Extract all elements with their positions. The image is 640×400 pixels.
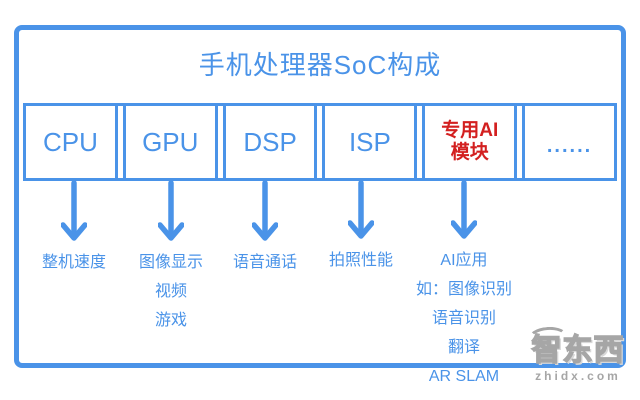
module-others-label: ...... — [546, 134, 593, 157]
mapping-cpu: 整机速度 — [0, 180, 154, 277]
mapping-ai: AI应用 如：图像识别 语音识别 翻译 AR SLAM — [384, 180, 544, 391]
caption-line: 翻译 — [447, 339, 480, 356]
module-ai-label-line2: 模块 — [450, 142, 489, 163]
module-isp: ISP — [322, 103, 418, 181]
soc-container-box: 手机处理器SoC构成 CPU GPU DSP ISP 专用AI 模块 .....… — [14, 25, 626, 385]
mapping-isp-caption: 拍照性能 — [329, 246, 393, 275]
mapping-cpu-caption: 整机速度 — [42, 248, 106, 277]
module-cpu: CPU — [23, 103, 118, 181]
watermark-domain: zhidx.com — [535, 369, 621, 383]
watermark-brand: 智东西 — [531, 333, 625, 368]
module-others: ...... — [522, 103, 617, 181]
module-cpu-label: CPU — [42, 126, 98, 157]
caption-line: 图像显示 — [138, 254, 203, 271]
caption-line: 语音通话 — [232, 254, 297, 271]
down-arrow-icon — [252, 180, 278, 241]
down-arrow-icon — [348, 180, 374, 239]
caption-line: 如：图像识别 — [415, 281, 512, 298]
caption-line: 拍照性能 — [328, 252, 393, 269]
module-dsp: DSP — [222, 103, 318, 181]
down-arrow-icon — [451, 180, 477, 239]
caption-line: 游戏 — [154, 312, 187, 329]
module-dsp-label: DSP — [243, 126, 297, 157]
module-gpu-label: GPU — [142, 126, 199, 157]
mapping-ai-caption: AI应用 如：图像识别 语音识别 翻译 AR SLAM — [416, 246, 512, 391]
diagram-title: 手机处理器SoC构成 — [198, 50, 442, 80]
module-ai: 专用AI 模块 — [422, 103, 518, 181]
mapping-dsp-caption: 语音通话 — [233, 248, 297, 277]
caption-line: 整机速度 — [41, 254, 106, 271]
watermark: 智东西 zhidx.com — [522, 325, 634, 383]
caption-line: 视频 — [154, 283, 187, 300]
caption-line: AI应用 — [440, 252, 488, 269]
module-row: CPU GPU DSP ISP 专用AI 模块 ...... — [23, 103, 617, 181]
mapping-gpu: 图像显示 视频 游戏 — [91, 180, 251, 335]
mapping-gpu-caption: 图像显示 视频 游戏 — [139, 248, 203, 335]
caption-line: 语音识别 — [431, 310, 496, 327]
down-arrow-icon — [158, 180, 184, 241]
mapping-dsp: 语音通话 — [185, 180, 345, 277]
caption-line: AR SLAM — [428, 368, 500, 385]
down-arrow-icon — [61, 180, 87, 241]
module-isp-label: ISP — [348, 126, 391, 157]
mapping-isp: 拍照性能 — [281, 180, 441, 275]
module-ai-label-line1: 专用AI — [441, 120, 499, 141]
module-gpu: GPU — [122, 103, 218, 181]
